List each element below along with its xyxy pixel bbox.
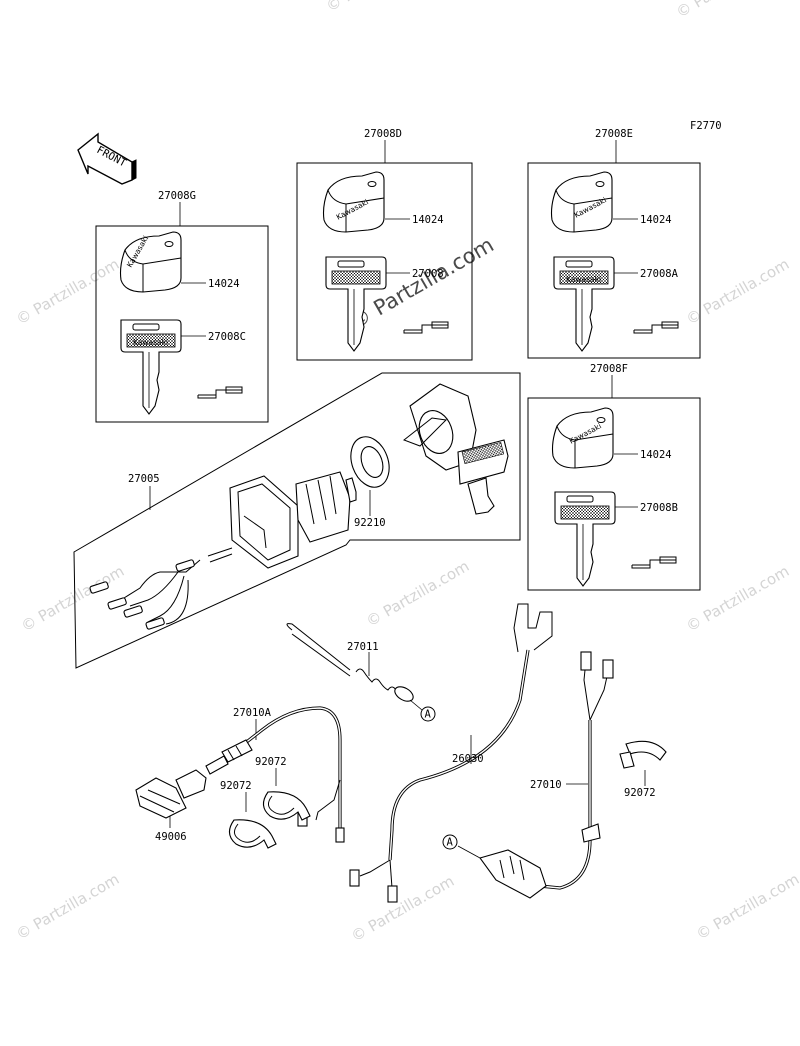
clamp-92072-2: 92072 bbox=[255, 756, 311, 821]
part-label: 92210 bbox=[354, 517, 386, 529]
part-label: 27008A bbox=[640, 268, 679, 280]
watermark: © Partzilla.com bbox=[18, 562, 127, 635]
group-label: 27008E bbox=[595, 128, 633, 140]
part-label: 14024 bbox=[208, 278, 240, 290]
part-label: 27010A bbox=[233, 707, 272, 719]
watermark: © Partzilla.com bbox=[693, 870, 800, 943]
lead-27010a: 27010A bbox=[205, 706, 345, 843]
key-profile-symbol bbox=[633, 321, 679, 334]
watermark: © Partzilla.com bbox=[348, 872, 457, 945]
callout-letter: A bbox=[425, 709, 432, 721]
key-set-27008g: 27008G Kawasaki 14024 Kawasaki 27008C bbox=[95, 190, 269, 423]
part-label: 27011 bbox=[347, 641, 379, 653]
part-label: 92072 bbox=[220, 780, 252, 792]
key-knob: Kawasaki bbox=[550, 171, 613, 233]
watermark: © Partzilla.com bbox=[683, 562, 792, 635]
watermark: © Partzilla.com bbox=[323, 0, 432, 15]
part-label: 27008 bbox=[412, 268, 444, 280]
watermark: © Partzilla.com bbox=[13, 255, 122, 328]
watermark: © Partzilla.com bbox=[683, 255, 792, 328]
callout-a: A bbox=[420, 706, 436, 722]
group-label: 27008G bbox=[158, 190, 196, 202]
key-profile-symbol bbox=[631, 556, 677, 569]
group-label: 27008D bbox=[364, 128, 402, 140]
front-arrow-icon: FRONT bbox=[77, 132, 137, 185]
brand-text: Kawasaki bbox=[133, 338, 168, 347]
key-set-27008e: 27008E Kawasaki 14024 Kawasaki 27008A bbox=[527, 128, 701, 359]
part-label: 14024 bbox=[412, 214, 444, 226]
figure-code: F2770 bbox=[690, 120, 722, 132]
key-blank bbox=[554, 491, 616, 587]
key-profile-symbol bbox=[197, 386, 243, 399]
brand-text: Kawasaki bbox=[566, 275, 601, 284]
part-label: 27005 bbox=[128, 473, 160, 485]
callout-letter: A bbox=[447, 837, 454, 849]
key-knob: Kawasaki bbox=[119, 231, 182, 293]
ignition-switch-assembly: 27005 92210 bbox=[73, 372, 521, 669]
key-knob: Kawasaki bbox=[551, 407, 614, 469]
lead-27010: A 27010 bbox=[442, 651, 614, 899]
key-blank: Kawasaki bbox=[553, 256, 615, 352]
watermark: © Partzilla.com bbox=[13, 870, 122, 943]
key-knob: Kawasaki bbox=[322, 171, 385, 233]
key-set-27008d: 27008D Kawasaki 14024 27008 bbox=[296, 128, 473, 361]
part-label: 92072 bbox=[624, 787, 656, 799]
part-label: 26030 bbox=[452, 753, 484, 765]
harness-26030: 26030 bbox=[349, 603, 553, 903]
part-label: 92072 bbox=[255, 756, 287, 768]
cable-27011: 27011 A bbox=[286, 623, 436, 722]
key-set-27008f: 27008F Kawasaki 14024 27008B bbox=[527, 363, 701, 591]
clamp-92072-3: 92072 bbox=[619, 740, 667, 799]
group-label: 27008F bbox=[590, 363, 628, 375]
assembled-knob bbox=[402, 383, 509, 515]
switch-body bbox=[207, 471, 357, 569]
part-label: 27008B bbox=[640, 502, 678, 514]
watermark: © Partzilla.com bbox=[363, 557, 472, 630]
part-label: 27008C bbox=[208, 331, 246, 343]
key-blank: Kawasaki bbox=[120, 319, 182, 415]
clamp-92072-1: 92072 bbox=[220, 780, 277, 849]
part-label: 27010 bbox=[530, 779, 562, 791]
part-label: 49006 bbox=[155, 831, 187, 843]
watermark: © Partzilla.com bbox=[673, 0, 782, 21]
callout-a: A bbox=[442, 834, 458, 850]
part-label: 14024 bbox=[640, 214, 672, 226]
connector-49006: 49006 bbox=[135, 769, 207, 843]
lock-nut bbox=[350, 436, 390, 488]
part-label: 14024 bbox=[640, 449, 672, 461]
switch-wire-leads bbox=[89, 559, 201, 630]
key-profile-symbol bbox=[403, 321, 449, 334]
